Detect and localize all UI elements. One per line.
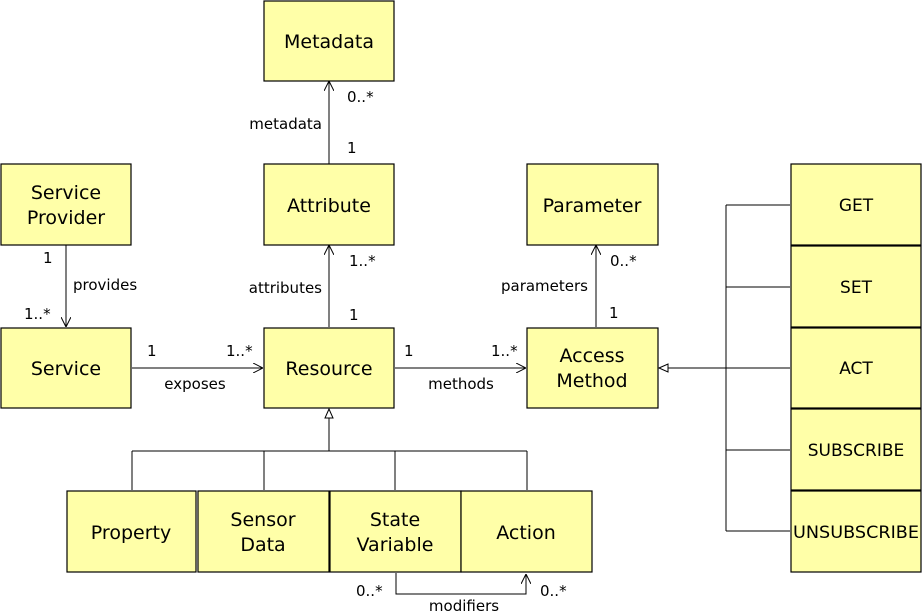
method-type-get: GET [790, 163, 922, 246]
parameters-role-label: parameters [501, 277, 588, 295]
class-state-variable-label-line2: Variable [357, 534, 434, 556]
class-state-variable: State Variable [329, 490, 462, 573]
class-property-label: Property [91, 522, 171, 544]
class-metadata-label: Metadata [284, 31, 374, 53]
method-type-subscribe-label: SUBSCRIBE [808, 441, 905, 461]
modifiers-source-multiplicity: 0..* [356, 582, 383, 600]
method-type-subscribe: SUBSCRIBE [790, 408, 922, 491]
class-access-method-label-line2: Method [556, 370, 627, 392]
class-property: Property [66, 490, 197, 573]
metadata-source-multiplicity: 1 [347, 139, 357, 157]
method-type-unsubscribe: UNSUBSCRIBE [790, 490, 922, 573]
class-access-method-label-line1: Access [559, 345, 624, 367]
methods-target-multiplicity: 1..* [491, 342, 518, 360]
class-service-provider-label-line1: Service [31, 182, 101, 204]
class-service-label: Service [31, 358, 101, 380]
metadata-role-label: metadata [249, 115, 322, 133]
modifiers-target-multiplicity: 0..* [540, 582, 567, 600]
class-service-provider-label-line2: Provider [27, 207, 105, 229]
attributes-role-label: attributes [249, 279, 322, 297]
class-action-label: Action [496, 522, 556, 544]
method-type-set: SET [790, 245, 922, 328]
parameters-source-multiplicity: 1 [609, 304, 619, 322]
method-type-get-label: GET [839, 196, 874, 216]
method-type-set-label: SET [840, 278, 873, 298]
exposes-target-multiplicity: 1..* [226, 342, 253, 360]
method-type-act: ACT [790, 327, 922, 409]
exposes-role-label: exposes [164, 375, 226, 393]
class-resource: Resource [263, 327, 395, 409]
class-parameter-label: Parameter [543, 195, 642, 217]
provides-role-label: provides [73, 276, 137, 294]
class-sensor-data-label-line2: Data [240, 534, 285, 556]
metadata-target-multiplicity: 0..* [347, 88, 374, 106]
class-service: Service [0, 327, 132, 409]
class-resource-label: Resource [285, 358, 372, 380]
modifiers-association [395, 573, 526, 595]
class-state-variable-label-line1: State [370, 509, 420, 531]
attributes-source-multiplicity: 1 [349, 306, 359, 324]
method-type-unsubscribe-label: UNSUBSCRIBE [793, 523, 919, 543]
exposes-source-multiplicity: 1 [147, 342, 157, 360]
parameters-target-multiplicity: 0..* [610, 252, 637, 270]
provides-source-multiplicity: 1 [43, 249, 53, 267]
class-access-method: Access Method [526, 327, 659, 409]
modifiers-role-label: modifiers [429, 597, 499, 613]
provides-target-multiplicity: 1..* [24, 305, 51, 323]
method-type-act-label: ACT [839, 359, 873, 379]
class-attribute-label: Attribute [287, 195, 371, 217]
class-metadata: Metadata [263, 0, 395, 82]
attributes-target-multiplicity: 1..* [349, 252, 376, 270]
class-attribute: Attribute [263, 163, 395, 246]
class-parameter: Parameter [526, 163, 659, 246]
resource-generalization [131, 407, 528, 490]
methods-role-label: methods [428, 375, 494, 393]
access-method-generalization [657, 204, 790, 532]
class-sensor-data: Sensor Data [197, 490, 330, 573]
class-service-provider: Service Provider [0, 163, 132, 246]
class-action: Action [460, 490, 593, 573]
methods-source-multiplicity: 1 [404, 342, 414, 360]
class-sensor-data-label-line1: Sensor [230, 509, 295, 531]
